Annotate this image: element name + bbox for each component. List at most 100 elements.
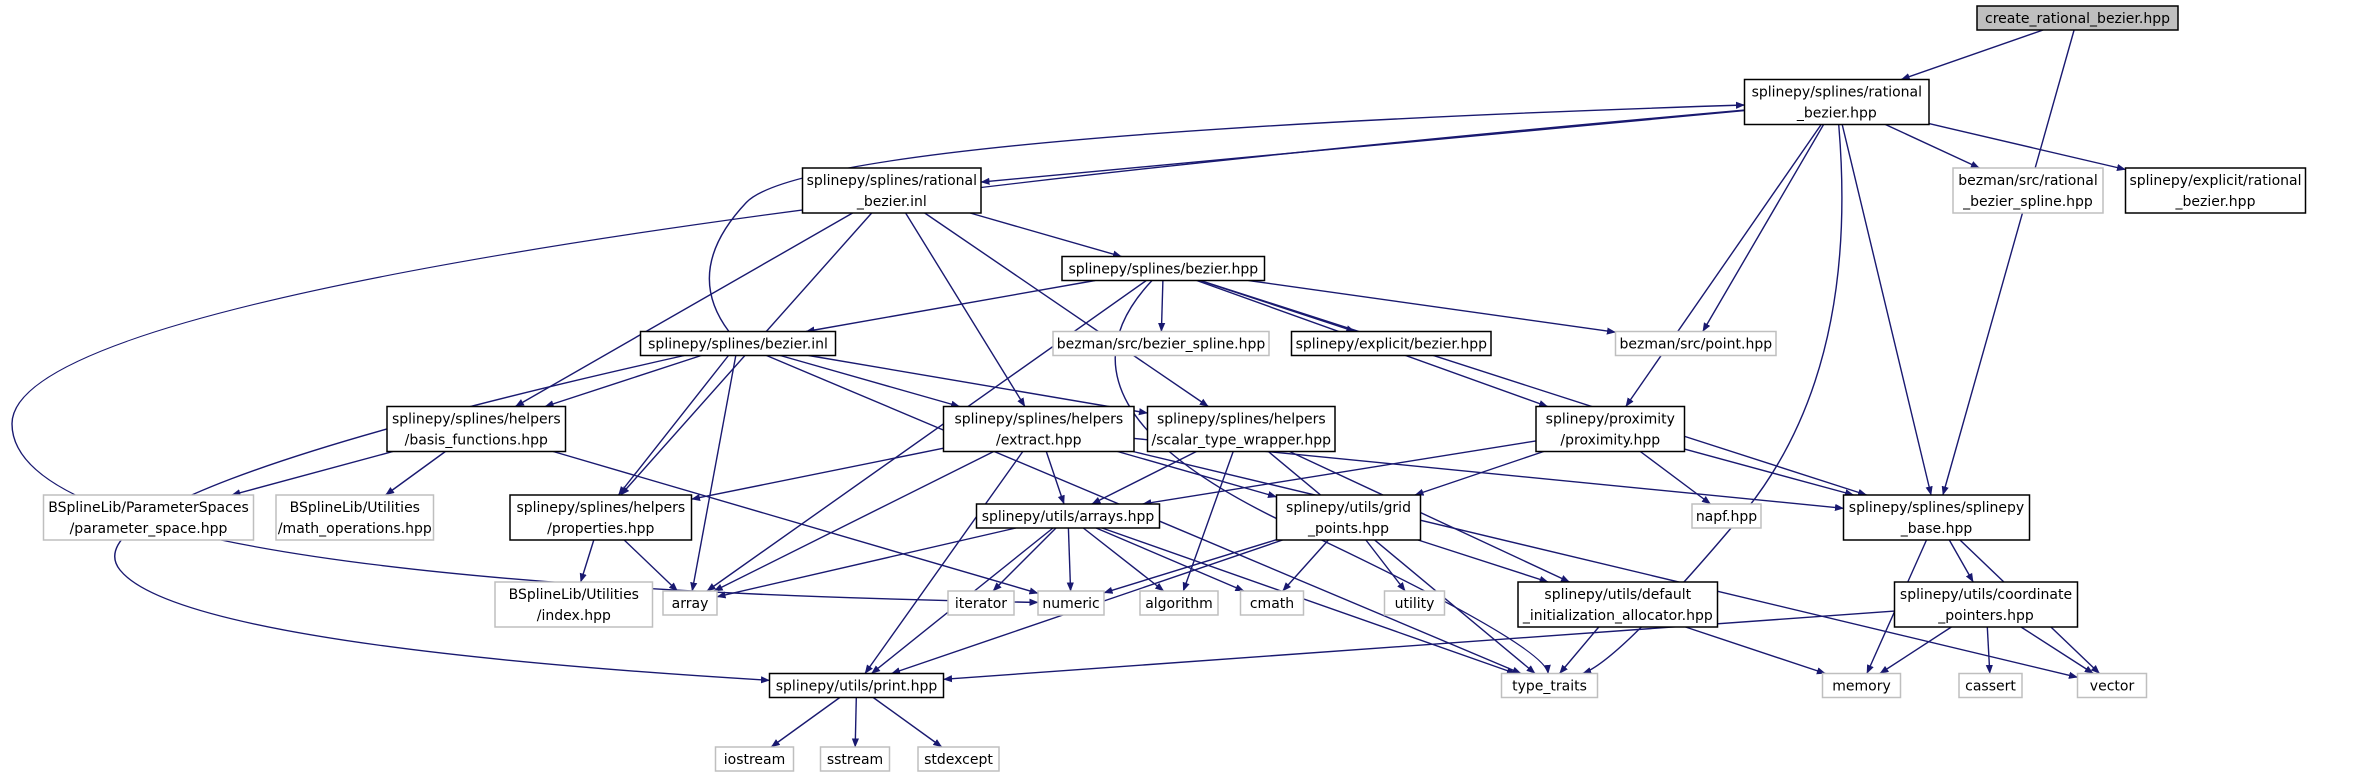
node-box	[1614, 330, 1777, 357]
edge-proximity-to-splinepy_base	[1684, 448, 1855, 497]
node-box	[819, 746, 891, 772]
edge-rational_bezier_hpp-to-proximity	[1625, 124, 1822, 407]
node-proximity[interactable]: splinepy/proximity/proximity.hpp	[1535, 405, 1686, 453]
node-label: /math_operations.hpp	[278, 521, 432, 537]
edge-proximity-to-arrays	[1142, 440, 1537, 507]
edge-extract-to-array	[713, 450, 995, 592]
node-bezier-inl[interactable]: splinepy/splines/bezier.inl	[639, 330, 837, 357]
edge-basis_functions-to-numeric	[553, 450, 1039, 595]
node-stdexcept: stdexcept	[917, 746, 1000, 772]
node-box	[1743, 78, 1930, 126]
node-label: splinepy/utils/grid	[1286, 500, 1411, 516]
node-label: splinepy/proximity	[1546, 412, 1675, 428]
node-extract[interactable]: splinepy/splines/helpers/extract.hpp	[942, 405, 1135, 453]
node-label: splinepy/splines/rational	[807, 173, 977, 189]
node-box	[639, 330, 837, 357]
node-default-alloc[interactable]: splinepy/utils/default_initialization_al…	[1517, 581, 1719, 628]
node-print[interactable]: splinepy/utils/print.hpp	[768, 672, 945, 699]
edge-proximity-to-napf	[1639, 450, 1711, 505]
node-root[interactable]: create_rational_bezier.hpp	[1976, 5, 2179, 31]
node-utility: utility	[1383, 590, 1446, 616]
node-coordinate-pointers[interactable]: splinepy/utils/coordinate_pointers.hpp	[1893, 581, 2079, 628]
edge-extract-to-arrays	[1045, 451, 1065, 505]
node-iostream: iostream	[714, 746, 795, 772]
edge-properties-to-index_hpp	[579, 539, 595, 583]
node-label: /basis_functions.hpp	[405, 433, 548, 449]
edge-extract-to-grid_points	[1117, 450, 1277, 499]
node-box	[1500, 672, 1599, 699]
node-arrays[interactable]: splinepy/utils/arrays.hpp	[975, 503, 1161, 529]
node-label: _bezier.hpp	[2175, 194, 2256, 210]
node-label: create_rational_bezier.hpp	[1985, 11, 2170, 27]
node-box	[942, 405, 1135, 453]
edge-default_alloc-to-memory	[1685, 626, 1826, 675]
edge-grid_points-to-utility	[1365, 539, 1406, 592]
node-box	[386, 405, 567, 453]
node-scalar-type-wrapper[interactable]: splinepy/splines/helpers/scalar_type_wra…	[1146, 405, 1336, 453]
edge-bezier_inl-to-properties	[617, 355, 730, 496]
node-rational-bezier-inl[interactable]: splinepy/splines/rational _bezier.inl	[801, 167, 982, 214]
node-basis-functions[interactable]: splinepy/splines/helpers/basis_functions…	[386, 405, 567, 453]
node-label: utility	[1395, 596, 1435, 612]
node-explicit-rational-bezier[interactable]: splinepy/explicit/rational _bezier.hpp	[2124, 167, 2307, 214]
node-box	[42, 494, 255, 541]
edge-proximity-to-grid_points	[1414, 450, 1544, 496]
node-label: _points.hpp	[1307, 521, 1389, 537]
edge-arrays-to-cmath	[1095, 527, 1245, 592]
edge-arrays-to-array	[716, 527, 1017, 599]
node-box	[1275, 494, 1422, 541]
edge-extract-to-print	[864, 451, 1024, 674]
node-grid-points[interactable]: splinepy/utils/grid _points.hpp	[1275, 494, 1422, 541]
node-label: _bezier.hpp	[1796, 106, 1877, 122]
edge-arrays-to-algorithm	[1082, 527, 1165, 592]
edge-rational_bezier_inl-to-scalar_type_wrapper	[924, 212, 1209, 408]
edge-print-to-sstream	[851, 697, 859, 748]
edge-bezier_hpp-to-bezman_point	[1248, 279, 1616, 335]
edge-rational_bezier_hpp-to-type_traits	[1582, 124, 1843, 675]
node-cmath: cmath	[1239, 590, 1305, 616]
edge-arrays-to-type_traits	[1101, 527, 1516, 675]
edge-arrays-to-iterator	[992, 527, 1057, 592]
node-box	[1821, 672, 1902, 699]
node-label: sstream	[827, 752, 883, 768]
edge-bezier_hpp-to-splinepy_base	[1200, 279, 1868, 496]
edge-bezier_inl-to-rational_bezier_hpp	[708, 101, 1745, 332]
node-sstream: sstream	[819, 746, 891, 772]
edge-rational_bezier_hpp-to-splinepy_base	[1841, 124, 1933, 496]
node-properties[interactable]: splinepy/splines/helpers/properties.hpp	[509, 494, 693, 541]
node-vector: vector	[2076, 672, 2148, 699]
node-label: splinepy/explicit/rational	[2129, 173, 2301, 189]
node-label: _bezier.inl	[856, 194, 927, 210]
node-box	[1383, 590, 1446, 616]
node-label: splinepy/utils/print.hpp	[776, 679, 938, 695]
node-iterator: iterator	[947, 590, 1015, 616]
node-label: splinepy/utils/coordinate	[1900, 587, 2072, 603]
edge-properties-to-array	[623, 539, 678, 592]
edge-print-to-stdexcept	[872, 696, 943, 748]
node-box	[509, 494, 693, 541]
edge-grid_points-to-numeric	[1103, 539, 1277, 594]
node-box	[1239, 590, 1305, 616]
edge-rational_bezier_hpp-to-bezman_point	[1702, 124, 1825, 332]
node-bezman-bezier-spline: bezman/src/bezier_spline.hpp	[1052, 330, 1270, 357]
node-box	[1893, 581, 2079, 628]
node-label: /index.hpp	[537, 608, 611, 624]
node-box	[917, 746, 1000, 772]
node-box	[494, 581, 654, 628]
node-label: splinepy/explicit/bezier.hpp	[1296, 337, 1487, 353]
edge-coordinate_pointers-to-print	[943, 610, 1895, 683]
node-label: BSplineLib/Utilities	[290, 500, 420, 516]
node-label: cassert	[1965, 679, 2016, 695]
edge-scalar_type_wrapper-to-algorithm	[1182, 451, 1234, 592]
node-label: _base.hpp	[1900, 521, 1973, 537]
node-label: BSplineLib/Utilities	[509, 587, 639, 603]
node-splinepy-base[interactable]: splinepy/splines/splinepy_base.hpp	[1842, 494, 2031, 541]
node-box	[2076, 672, 2148, 699]
node-parameter-space: BSplineLib/ParameterSpaces/parameter_spa…	[42, 494, 255, 541]
node-bezier-hpp[interactable]: splinepy/splines/bezier.hpp	[1061, 255, 1266, 282]
node-explicit-bezier[interactable]: splinepy/explicit/bezier.hpp	[1290, 330, 1492, 357]
node-rational-bezier-hpp[interactable]: splinepy/splines/rational_bezier.hpp	[1743, 78, 1930, 126]
edge-rational_bezier_hpp-to-explicit_rational_bezier	[1928, 122, 2126, 172]
edge-basis_functions-to-parameter_space	[231, 450, 394, 497]
node-label: _bezier_spline.hpp	[1962, 194, 2093, 210]
